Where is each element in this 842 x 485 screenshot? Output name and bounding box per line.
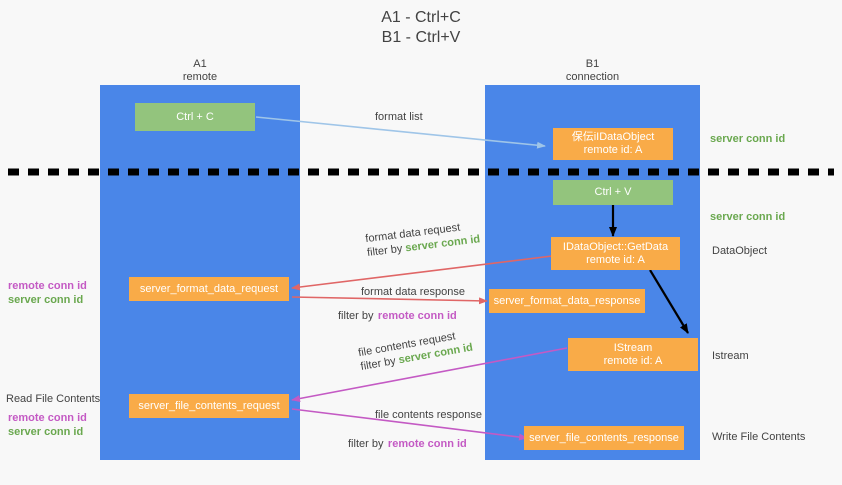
annotation-format-list: format list: [375, 111, 423, 123]
box-idataobject[interactable]: 保伝iIDataObject remote id: A: [553, 128, 673, 160]
box-istream-line2: remote id: A: [603, 354, 663, 367]
diagram-title: A1 - Ctrl+C B1 - Ctrl+V: [0, 8, 842, 48]
box-idataobject-line2: remote id: A: [583, 144, 643, 156]
left-server-conn-id-1: server conn id: [8, 294, 84, 306]
remote-conn-id-1: remote conn id: [377, 310, 457, 322]
lane-a1-name: A1: [193, 58, 207, 70]
annotation-format-data-response: format data response: [361, 285, 465, 299]
box-server-format-data-response-label: server_format_data_response: [493, 294, 641, 307]
box-ctrl-c[interactable]: Ctrl + C: [135, 103, 255, 131]
arrow-format-list: [255, 116, 546, 149]
box-server-format-data-request-label: server_format_data_request: [139, 282, 279, 295]
box-server-format-data-response[interactable]: server_format_data_response: [489, 289, 645, 313]
box-istream-line1: IStream: [613, 341, 653, 354]
box-istream[interactable]: IStream remote id: A: [568, 338, 698, 371]
filter-by-text-2: filter by: [338, 310, 374, 322]
box-ctrl-v[interactable]: Ctrl + V: [553, 180, 673, 205]
lane-b1-sub: connection: [565, 71, 620, 83]
box-getdata-line1: IDataObject::GetData: [562, 240, 669, 253]
right-label-dataobject: DataObject: [712, 245, 768, 257]
arrow-format-data-request: [291, 255, 553, 291]
arrow-file-contents-request: [291, 347, 568, 402]
remote-conn-id-2: remote conn id: [387, 438, 467, 450]
arrow-format-data-response: [291, 296, 488, 305]
box-server-file-contents-request-label: server_file_contents_request: [138, 399, 280, 412]
left-server-conn-id-2: server conn id: [8, 426, 84, 438]
lane-b1-name: B1: [585, 58, 600, 70]
title-line-2: B1 - Ctrl+V: [381, 29, 461, 46]
box-ctrl-v-label: Ctrl + V: [594, 186, 632, 198]
box-ctrl-c-label: Ctrl + C: [176, 110, 214, 123]
arrow-getdata-to-istream: [649, 269, 689, 334]
box-idataobject-line1: 保伝iIDataObject: [571, 131, 655, 143]
box-server-file-contents-response-label: server_file_contents_response: [529, 431, 679, 444]
right-label-write-file-contents: Write File Contents: [712, 431, 806, 443]
annotation-format-data-response-title: format data response: [361, 286, 465, 298]
arrow-file-contents-response: [291, 408, 528, 441]
annotation-format-data-response-filter: filter by remote conn id: [338, 306, 457, 324]
left-remote-conn-id-2: remote conn id: [8, 412, 87, 424]
title-line-1: A1 - Ctrl+C: [381, 9, 461, 26]
box-server-file-contents-response[interactable]: server_file_contents_response: [524, 426, 684, 450]
annotation-format-list-text: format list: [375, 111, 423, 123]
lane-a1-sub: remote: [182, 71, 218, 83]
left-read-file-contents: Read File Contents: [6, 393, 101, 405]
annotation-file-contents-response-filter: filter by remote conn id: [348, 434, 467, 452]
left-labels-file-contents: remote conn id server conn id: [8, 411, 87, 439]
right-server-conn-id-1: server conn id: [710, 133, 786, 145]
annotation-file-contents-response-title: file contents response: [375, 409, 483, 421]
box-server-file-contents-request[interactable]: server_file_contents_request: [129, 394, 289, 418]
left-labels-format-data: remote conn id server conn id: [8, 279, 87, 307]
box-server-format-data-request[interactable]: server_format_data_request: [129, 277, 289, 301]
box-getdata-line2: remote id: A: [586, 253, 645, 266]
right-label-istream: Istream: [712, 350, 749, 362]
lane-header-b1: B1 connection: [485, 58, 700, 84]
filter-by-text-4: filter by: [348, 438, 384, 450]
annotation-file-contents-response: file contents response: [375, 408, 482, 422]
right-server-conn-id-2: server conn id: [710, 211, 786, 223]
box-idataobject-getdata[interactable]: IDataObject::GetData remote id: A: [551, 237, 680, 270]
lane-header-a1: A1 remote: [100, 58, 300, 84]
left-remote-conn-id-1: remote conn id: [8, 280, 87, 292]
